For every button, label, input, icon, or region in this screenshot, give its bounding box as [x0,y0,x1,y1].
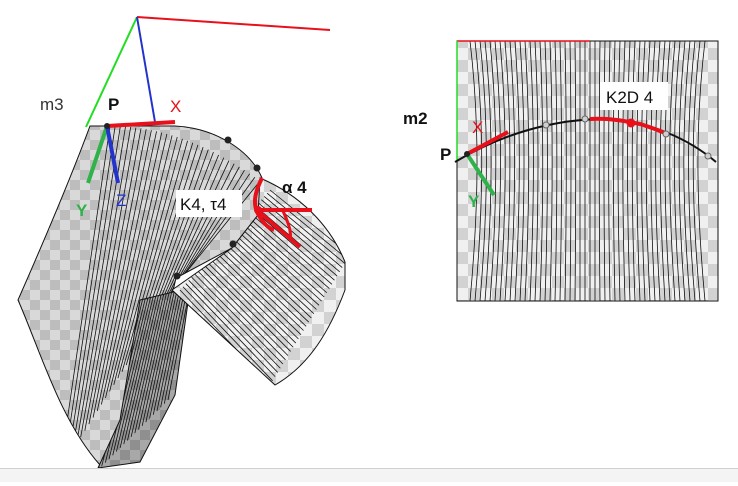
point-k4 [254,206,262,214]
label-x-left: X [170,97,181,116]
label-m2: m2 [403,109,428,128]
x-axis-left [107,122,175,126]
parameter-square [457,41,718,301]
point-k2d4 [627,119,636,128]
frame-blue-line [137,17,155,122]
label-m3: m3 [40,95,64,114]
bottom-strip [0,468,738,482]
curve-point [225,137,232,144]
label-p-right: P [440,145,451,164]
curve-sample [663,131,669,137]
point-p-left [104,123,110,129]
label-z-left: Z [116,191,126,210]
curve-sample [705,153,711,159]
curve-sample [582,116,588,122]
label-y-right: Y [468,192,480,211]
point-p-right [464,151,470,157]
curve-sample [543,122,549,128]
curve-point [230,241,237,248]
label-x-right: X [472,118,483,137]
label-p-left: P [108,95,119,114]
label-y-left: Y [76,201,88,220]
curve-point [174,273,181,280]
label-k2d4: K2D 4 [606,88,653,107]
curve-point [254,165,261,172]
label-k4-tau4: K4, τ4 [180,195,226,214]
frame-red-line [137,17,330,30]
label-alpha4: α 4 [282,178,307,197]
